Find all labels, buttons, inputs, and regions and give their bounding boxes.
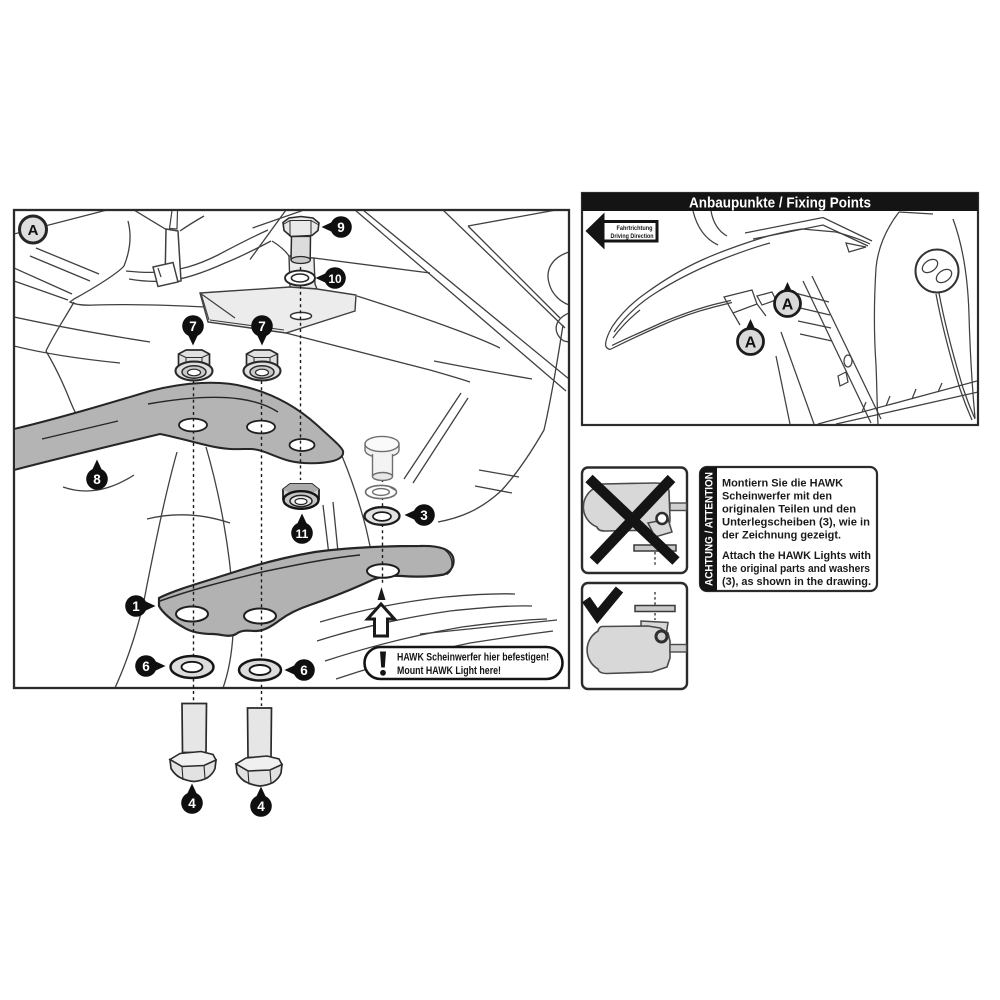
svg-text:A: A (745, 334, 757, 351)
svg-text:Anbaupunkte / Fixing Points: Anbaupunkte / Fixing Points (689, 196, 871, 212)
svg-text:Montiern Sie die HAWK: Montiern Sie die HAWK (722, 478, 844, 490)
svg-text:originalen Teilen und den: originalen Teilen und den (722, 504, 856, 516)
svg-text:7: 7 (189, 319, 197, 334)
svg-text:Mount HAWK Light here!: Mount HAWK Light here! (397, 665, 501, 677)
svg-text:9: 9 (337, 220, 345, 235)
svg-text:1: 1 (132, 599, 140, 614)
svg-text:11: 11 (296, 527, 309, 541)
svg-text:(3), as shown in the drawing.: (3), as shown in the drawing. (722, 576, 871, 588)
svg-text:3: 3 (420, 508, 428, 523)
svg-text:ACHTUNG / ATTENTION: ACHTUNG / ATTENTION (704, 472, 716, 586)
svg-text:Attach the HAWK Lights with: Attach the HAWK Lights with (722, 550, 871, 562)
svg-text:4: 4 (188, 796, 196, 811)
svg-text:A: A (782, 296, 794, 313)
svg-text:HAWK Scheinwerfer hier befesti: HAWK Scheinwerfer hier befestigen! (397, 652, 549, 664)
svg-text:7: 7 (258, 319, 266, 334)
svg-text:der Zeichnung gezeigt.: der Zeichnung gezeigt. (722, 530, 841, 542)
svg-text:8: 8 (93, 472, 101, 487)
svg-text:Scheinwerfer mit den: Scheinwerfer mit den (722, 491, 832, 503)
svg-text:6: 6 (142, 659, 150, 674)
svg-text:4: 4 (257, 799, 265, 814)
svg-text:the original parts and washers: the original parts and washers (722, 563, 870, 575)
svg-text:A: A (28, 222, 39, 239)
svg-text:Fahrtrichtung: Fahrtrichtung (617, 225, 653, 232)
svg-text:Unterlegscheiben (3), wie in: Unterlegscheiben (3), wie in (722, 517, 870, 529)
svg-text:10: 10 (328, 272, 342, 286)
svg-text:Driving Direction: Driving Direction (611, 233, 654, 240)
svg-text:6: 6 (300, 663, 308, 678)
